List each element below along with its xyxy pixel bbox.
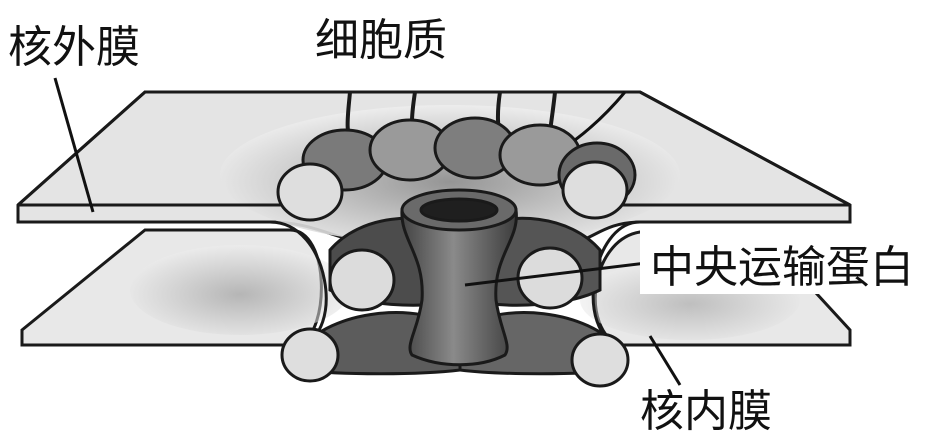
leader-inner-membrane — [648, 335, 682, 386]
leader-central-transporter — [464, 260, 656, 287]
cytoplasmic-ring — [276, 116, 637, 222]
leader-lines — [53, 77, 682, 386]
label-central-transporter: 中央运输蛋白 — [650, 242, 914, 293]
label-cytoplasm: 细胞质 — [315, 15, 447, 66]
label-inner-membrane: 核内膜 — [640, 386, 772, 437]
leader-outer-membrane — [53, 77, 95, 213]
central-transporter — [400, 188, 518, 367]
leader-cytoplasm-ring — [574, 91, 627, 142]
label-outer-membrane: 核外膜 — [8, 22, 140, 73]
label-backing — [640, 228, 951, 294]
